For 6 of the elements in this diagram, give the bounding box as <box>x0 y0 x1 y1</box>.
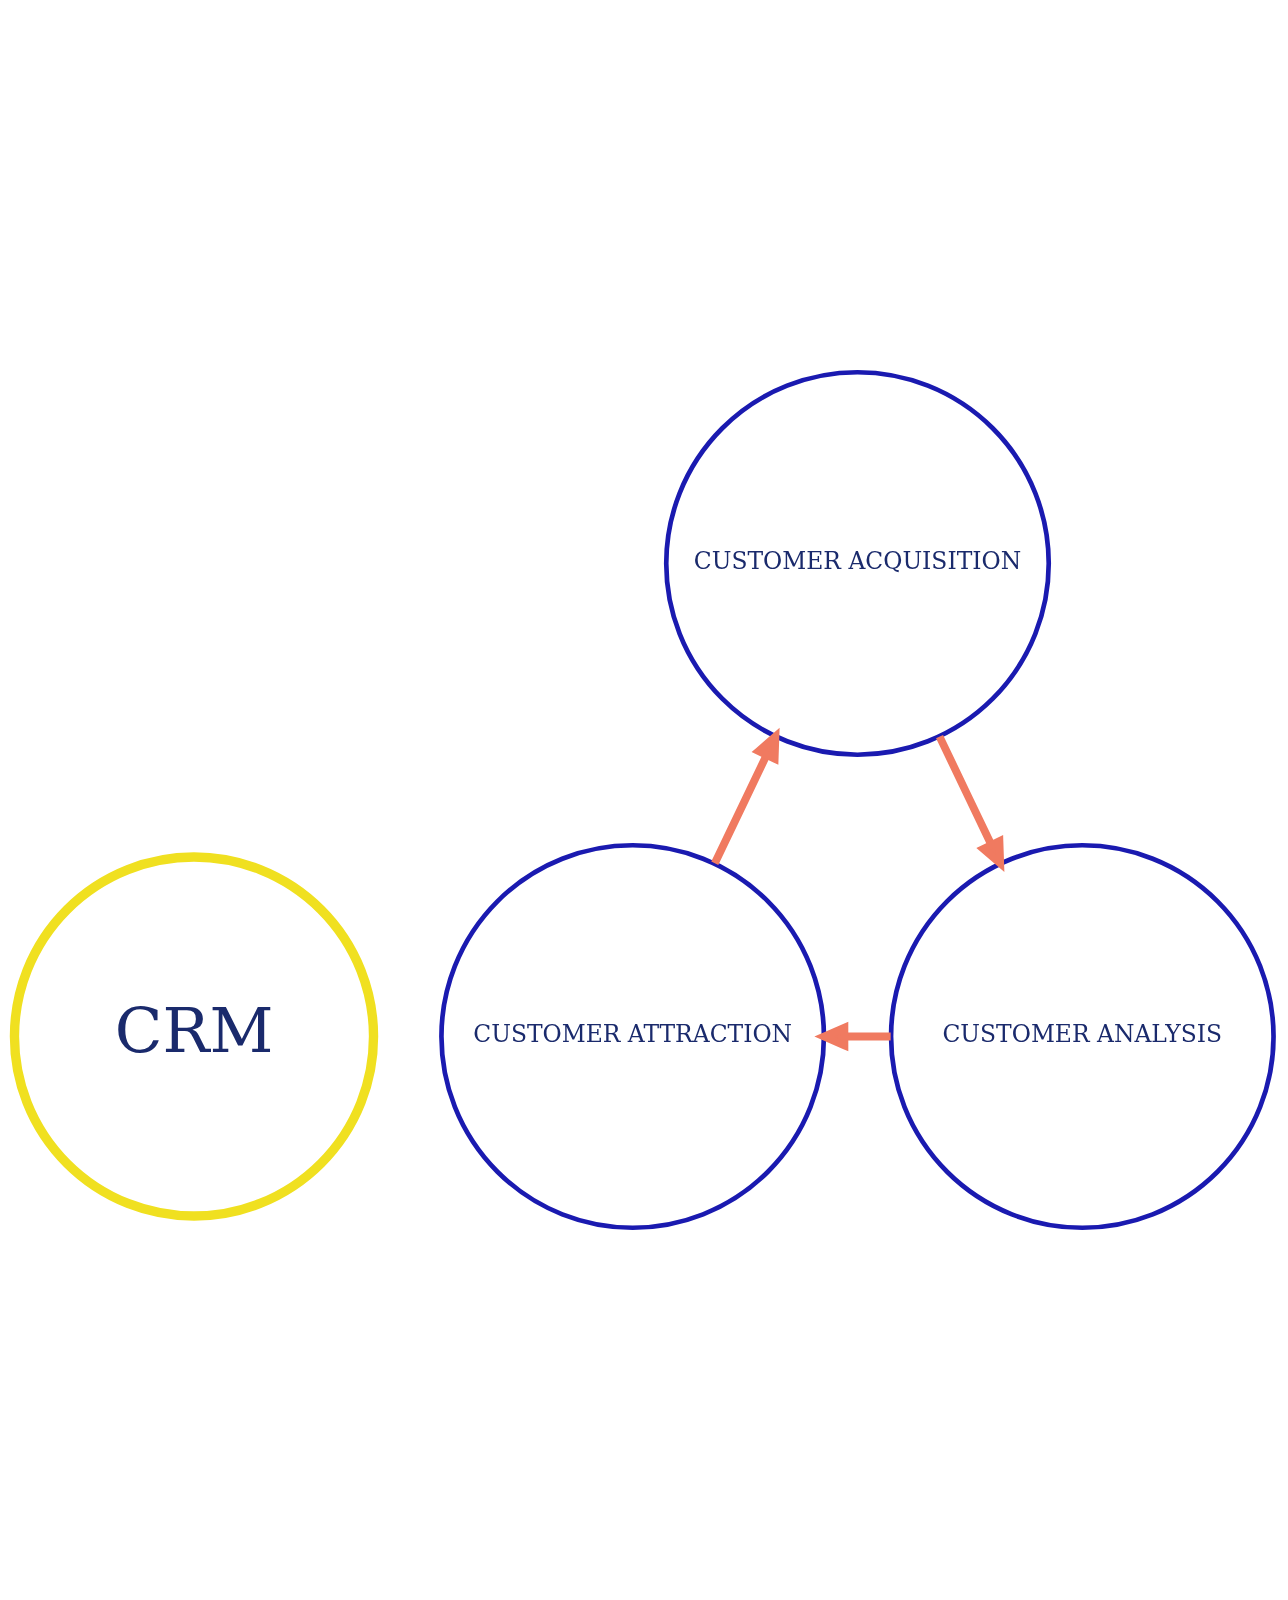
node-circle: CUSTOMER ATTRACTION <box>439 842 827 1231</box>
node-circle: CRM <box>9 852 379 1221</box>
arrow <box>711 727 780 865</box>
node-circle: CUSTOMER ACQUISITION <box>663 369 1052 758</box>
arrow <box>936 734 1005 873</box>
node-circle: CUSTOMER ANALYSIS <box>888 842 1276 1231</box>
